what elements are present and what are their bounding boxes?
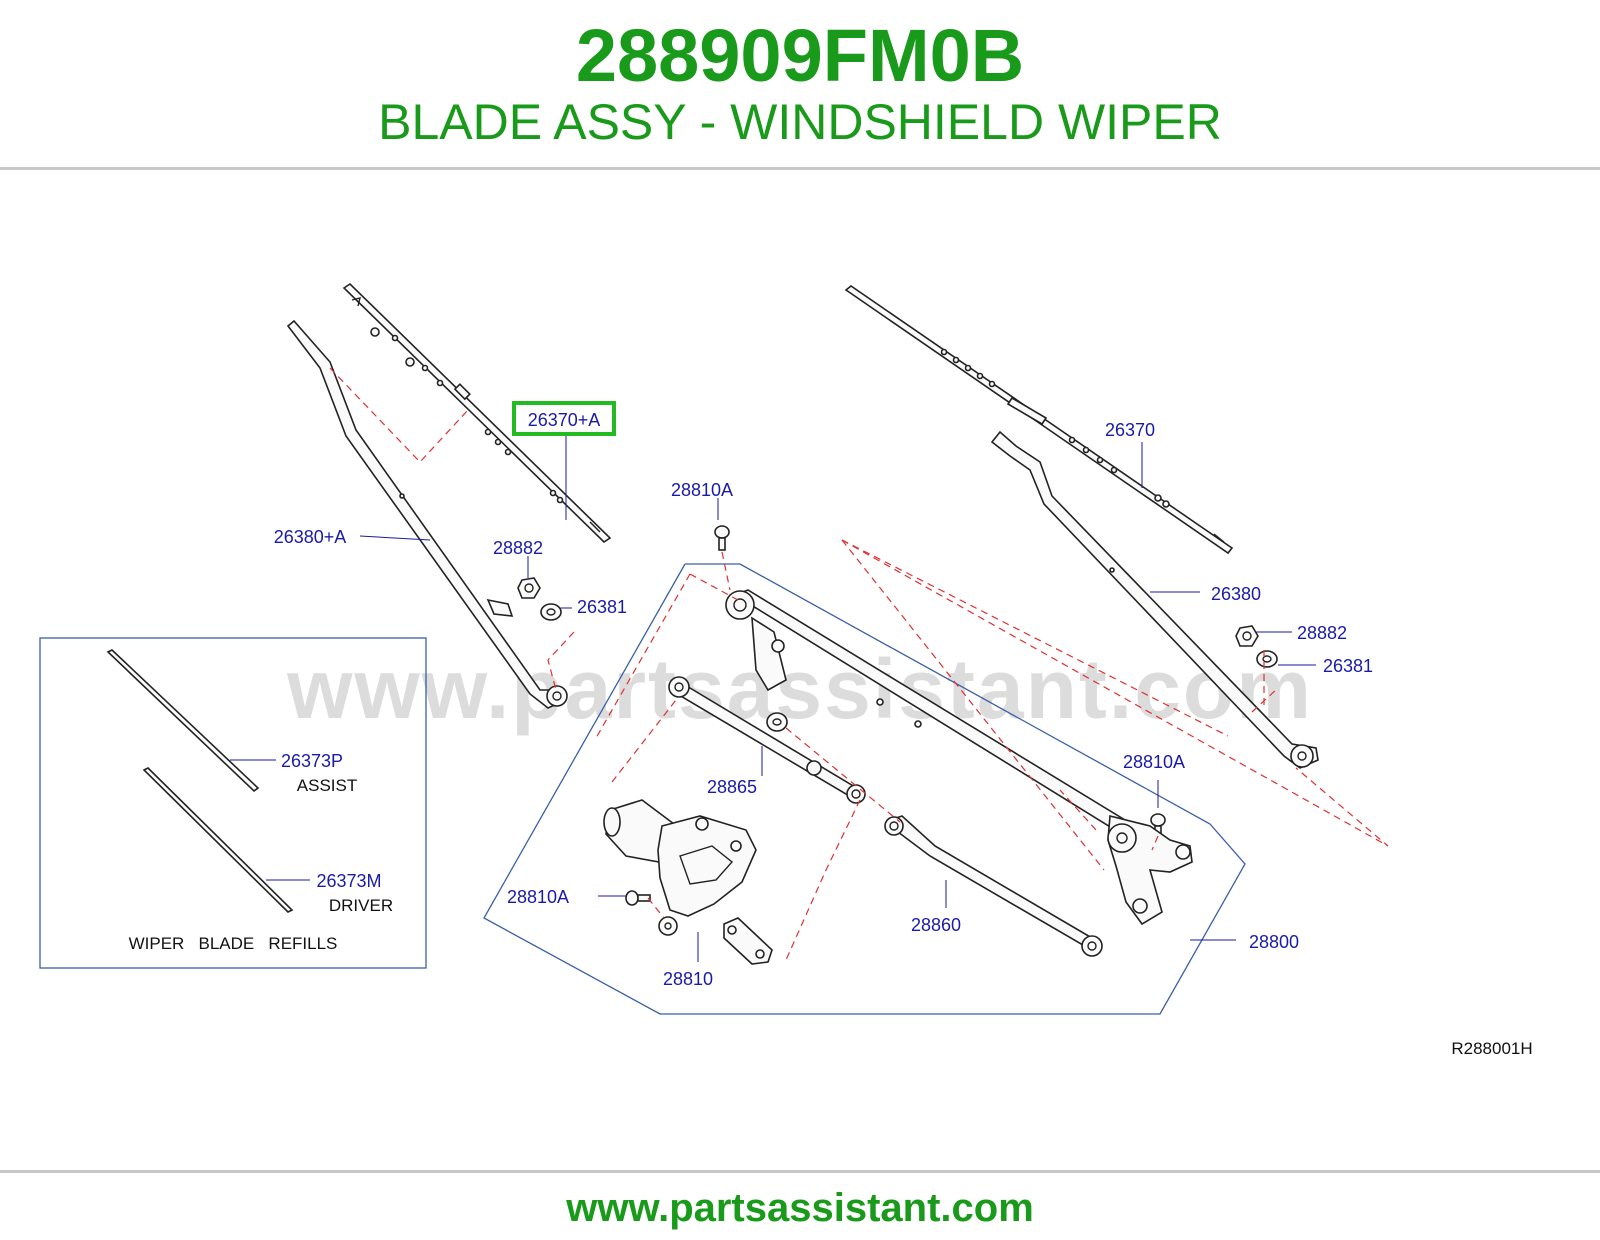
right-wiper-arm[interactable]	[990, 430, 1319, 769]
assembly-guide-lines	[329, 367, 1389, 961]
washer-26381-left[interactable]	[540, 603, 562, 621]
header: 288909FM0B BLADE ASSY - WINDSHIELD WIPER	[0, 0, 1600, 170]
part-name-subtitle: BLADE ASSY - WINDSHIELD WIPER	[378, 94, 1222, 150]
wiper-motor-28810[interactable]	[603, 799, 773, 965]
assist-label: ASSIST	[297, 776, 357, 795]
callout-26381-right[interactable]: 26381	[1323, 656, 1373, 676]
refills-caption: WIPER BLADE REFILLS	[129, 934, 338, 953]
bolt-28810a-left[interactable]	[625, 890, 651, 906]
wiper-blade-refills-box: 26373P ASSIST 26373M DRIVER WIPER BLADE …	[39, 637, 427, 969]
nut-28882-left[interactable]	[517, 577, 541, 599]
left-wiper-blade[interactable]	[342, 282, 612, 544]
callout-26380-a[interactable]: 26380+A	[274, 527, 347, 547]
nut-28882-right[interactable]	[1235, 625, 1259, 647]
header-divider	[0, 167, 1600, 170]
highlight-box-26370-a	[512, 401, 616, 436]
callout-28810[interactable]: 28810	[663, 969, 713, 989]
link-rod-28865[interactable]	[668, 676, 866, 804]
reference-code: R288001H	[1451, 1039, 1532, 1058]
callout-28865[interactable]: 28865	[707, 777, 757, 797]
callout-28800[interactable]: 28800	[1249, 932, 1299, 952]
leader-lines	[230, 432, 1316, 962]
callout-28810a-top[interactable]: 28810A	[671, 480, 733, 500]
footer-divider	[0, 1170, 1600, 1173]
callout-26373p[interactable]: 26373P	[281, 751, 343, 771]
driver-label: DRIVER	[329, 896, 393, 915]
callout-26370-a[interactable]: 26370+A	[528, 410, 601, 430]
callout-26370[interactable]: 26370	[1105, 420, 1155, 440]
footer-url-link[interactable]: www.partsassistant.com	[566, 1186, 1034, 1230]
linkage-main-frame[interactable]	[725, 589, 1193, 926]
callout-28860[interactable]: 28860	[911, 915, 961, 935]
callout-28810a-right[interactable]: 28810A	[1123, 752, 1185, 772]
washer-26381-right[interactable]	[1256, 650, 1278, 668]
callout-28810a-left[interactable]: 28810A	[507, 887, 569, 907]
watermark-text: www.partsassistant.com	[286, 642, 1313, 736]
callout-28882-right[interactable]: 28882	[1297, 623, 1347, 643]
linkage-assy-outline	[483, 563, 1246, 1015]
callout-26373m[interactable]: 26373M	[316, 871, 381, 891]
refill-26373p[interactable]	[106, 649, 260, 793]
callout-26380[interactable]: 26380	[1211, 584, 1261, 604]
callout-28882-left[interactable]: 28882	[493, 538, 543, 558]
left-wiper-arm[interactable]	[286, 319, 568, 709]
callout-26381-left[interactable]: 26381	[577, 597, 627, 617]
bolt-28810a-top[interactable]	[714, 525, 730, 551]
right-wiper-blade[interactable]	[844, 285, 1234, 555]
link-rod-28860[interactable]	[884, 815, 1103, 957]
refill-26373m[interactable]	[142, 767, 294, 913]
part-number-title: 288909FM0B	[575, 14, 1025, 97]
